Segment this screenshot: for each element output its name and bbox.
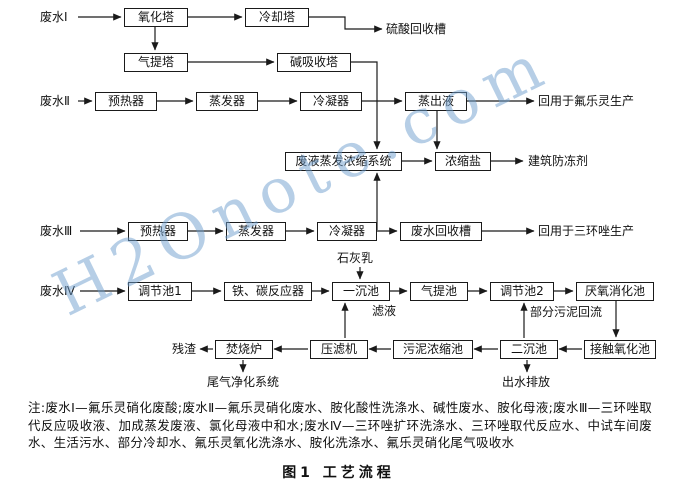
incinerator-box: 焚烧炉 (215, 340, 273, 359)
lime-milk-label: 石灰乳 (337, 251, 374, 265)
figure-note: 注:废水Ⅰ—氟乐灵硝化废酸;废水Ⅱ—氟乐灵硝化废水、胺化酸性洗涤水、碱性废水、胺… (28, 400, 652, 450)
arrow-alkali-to-evap-system (349, 61, 381, 150)
sludge-thickener-box: 污泥浓缩池 (393, 340, 473, 359)
tail-gas-purification-label: 尾气净化系统 (207, 375, 280, 389)
oxidation-tower-box: 氧化塔 (124, 8, 188, 27)
evaporator2-box: 蒸发器 (226, 222, 286, 241)
wastewater3-label: 废水Ⅲ (40, 224, 73, 238)
regulating-tank1-box: 调节池1 (128, 282, 192, 301)
preheater2-box: 预热器 (128, 222, 188, 241)
wastewater-recovery-tank-box: 废水回收槽 (400, 222, 482, 241)
evaporator1-box: 蒸发器 (196, 92, 258, 111)
evap-concentration-system-box: 废液蒸发浓缩系统 (285, 152, 402, 171)
cooling-tower-box: 冷却塔 (245, 8, 309, 27)
effluent-discharge-label: 出水排放 (502, 375, 551, 389)
reuse-trifluralin-label: 回用于氟乐灵生产 (538, 94, 635, 108)
figure-caption: 图1 工艺流程 (282, 465, 395, 481)
preheater1-box: 预热器 (95, 92, 157, 111)
sulfuric-acid-recovery-label: 硫酸回收槽 (386, 22, 447, 36)
reuse-tricyclazole-label: 回用于三环唑生产 (538, 224, 635, 238)
regulating-tank2-box: 调节池2 (490, 282, 554, 301)
iron-carbon-reactor-box: 铁、碳反应器 (224, 282, 312, 301)
arrow-cooling-to-sulfuric-recovery (307, 16, 383, 33)
alkali-absorption-tower-box: 碱吸收塔 (277, 53, 351, 72)
anaerobic-digester-box: 厌氧消化池 (576, 282, 654, 301)
secondary-clarifier-box: 二沉池 (500, 340, 558, 359)
condenser1-box: 冷凝器 (300, 92, 362, 111)
gas-stripping-tower-box: 气提塔 (124, 53, 188, 72)
gas-stripping-tank-box: 气提池 (410, 282, 468, 301)
building-antifreeze-label: 建筑防冻剂 (528, 154, 589, 168)
primary-clarifier-box: 一沉池 (332, 282, 390, 301)
wastewater4-label: 废水Ⅳ (40, 284, 76, 298)
partial-sludge-return-label: 部分污泥回流 (530, 305, 603, 319)
residue-label: 残渣 (172, 342, 197, 356)
condenser2-box: 冷凝器 (317, 222, 377, 241)
filter-press-box: 压滤机 (310, 340, 368, 359)
contact-oxidation-tank-box: 接触氧化池 (584, 340, 656, 359)
wastewater1-label: 废水Ⅰ (40, 10, 68, 24)
distillate-box: 蒸出液 (405, 92, 467, 111)
wastewater2-label: 废水Ⅱ (40, 94, 70, 108)
filtrate-label: 滤液 (372, 304, 397, 318)
concentrated-salt-box: 浓缩盐 (435, 152, 491, 171)
